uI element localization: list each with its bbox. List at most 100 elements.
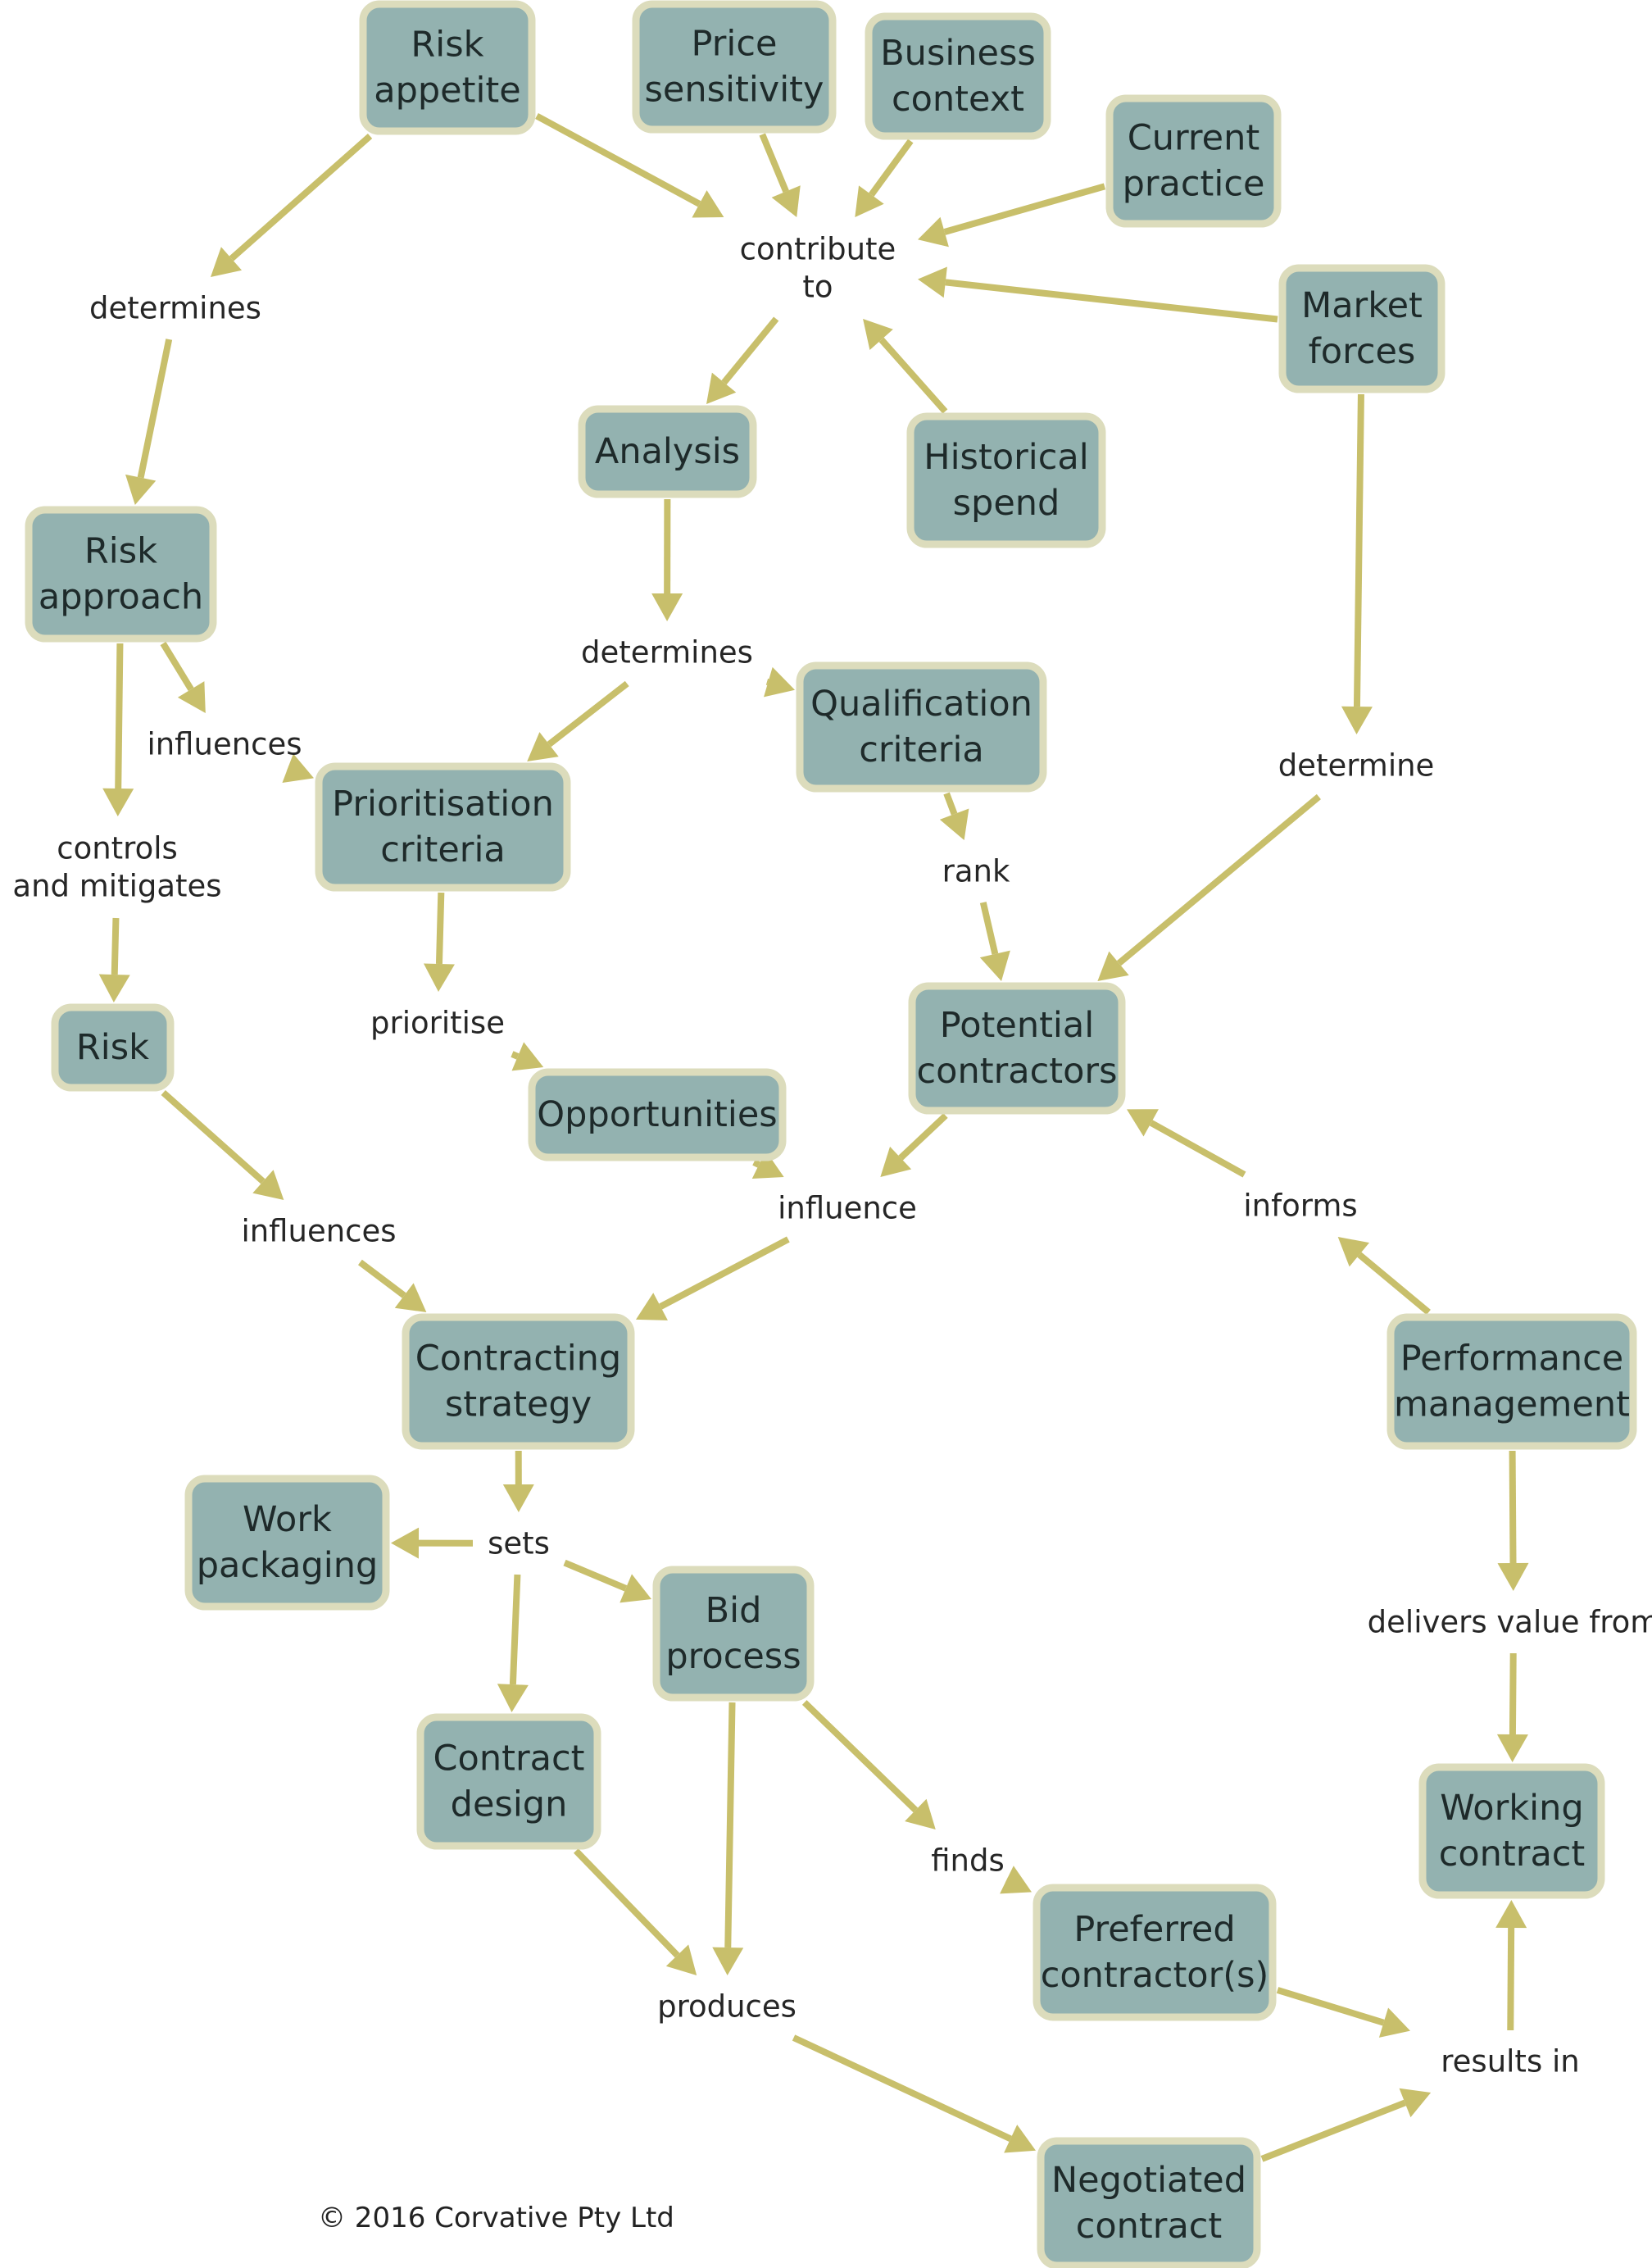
link-determines-2: determines <box>581 635 753 670</box>
edge-line <box>161 1090 266 1184</box>
link-label: determine <box>1278 748 1435 784</box>
arrowhead-icon <box>863 319 893 351</box>
arrowhead-icon <box>636 1293 668 1320</box>
edge-historical-spend-to-contribute-to <box>863 319 948 414</box>
node-label: criteria <box>380 829 506 870</box>
link-label: determines <box>581 635 753 670</box>
edge-line <box>563 1559 628 1592</box>
node-label: Business <box>880 33 1036 74</box>
node-label: context <box>892 79 1024 120</box>
node-label: sensitivity <box>645 70 824 111</box>
edge-delivers-value-from-to-working-contract <box>1496 1652 1528 1762</box>
edge-performance-management-to-delivers-value-from <box>1497 1450 1529 1591</box>
link-label: prioritise <box>370 1006 505 1041</box>
edge-risk-to-influences-2 <box>161 1090 284 1200</box>
edge-opportunities-to-influence <box>751 1150 784 1179</box>
node-box <box>315 762 571 892</box>
arrowhead-icon <box>1497 1562 1529 1591</box>
link-delivers-value-from: delivers value from <box>1368 1605 1652 1640</box>
arrowhead-icon <box>102 788 134 816</box>
arrowhead-icon <box>692 190 724 218</box>
link-label: produces <box>657 1989 796 2025</box>
arrowhead-icon <box>712 1947 744 1975</box>
node-label: process <box>665 1636 801 1677</box>
node-box <box>184 1475 390 1611</box>
node-label: Performance <box>1400 1339 1624 1379</box>
edge-line <box>547 680 629 748</box>
edge-line <box>160 641 194 692</box>
edge-qualification-criteria-to-rank <box>939 792 969 840</box>
node-box <box>1386 1313 1637 1450</box>
arrowhead-icon <box>1097 951 1129 981</box>
edge-price-sensitivity-to-contribute-to <box>759 133 801 217</box>
edge-line <box>115 643 124 789</box>
edge-sets-to-work-packaging <box>391 1527 474 1559</box>
arrowhead-icon <box>527 732 559 761</box>
edge-influences-2-to-contracting-strategy <box>358 1259 427 1312</box>
arrowhead-icon <box>497 1684 529 1712</box>
edge-produces-to-negotiated-contract <box>792 2034 1036 2153</box>
arrowhead-icon <box>771 185 801 217</box>
link-influence: influence <box>778 1191 917 1226</box>
node-box <box>865 12 1051 140</box>
edge-influences-1-to-prioritisation-criteria <box>282 753 314 784</box>
edge-line <box>1509 1450 1517 1564</box>
node-label: Contracting <box>415 1339 621 1379</box>
arrowhead-icon <box>177 681 206 713</box>
arrowhead-icon <box>210 247 243 277</box>
node-label: Qualification <box>810 684 1032 725</box>
edge-risk-appetite-to-determines-1 <box>210 134 373 277</box>
node-label: Negotiated <box>1051 2160 1246 2201</box>
arrowhead-icon <box>423 963 455 992</box>
edge-controls-and-mitigates-to-risk <box>98 917 130 1002</box>
edge-line <box>511 1051 520 1060</box>
edge-line <box>229 134 373 261</box>
edge-line <box>1507 1927 1515 2031</box>
node-label: Risk <box>84 531 157 572</box>
node-box <box>1105 94 1282 228</box>
arrowhead-icon <box>939 808 969 840</box>
arrowhead-icon <box>1378 2007 1410 2038</box>
arrowhead-icon <box>665 1944 697 1975</box>
edge-line <box>574 1848 680 1958</box>
link-label: informs <box>1243 1189 1357 1224</box>
node-box <box>359 0 536 135</box>
node-label: practice <box>1123 164 1265 205</box>
edge-risk-approach-to-controls-and-mitigates <box>102 643 134 816</box>
link-finds: finds <box>931 1843 1005 1879</box>
node-box <box>416 1713 601 1850</box>
node-box <box>578 405 757 498</box>
arrowhead-icon <box>394 1283 427 1312</box>
arrowhead-icon <box>651 593 683 621</box>
edge-line <box>1357 1252 1431 1316</box>
arrowhead-icon <box>880 1146 912 1177</box>
node-box <box>402 1313 635 1450</box>
node-label: Preferred <box>1073 1909 1235 1950</box>
edge-line <box>435 892 445 965</box>
arrowhead-icon <box>855 185 884 217</box>
edge-finds-to-preferred-contractors <box>1000 1866 1032 1894</box>
edge-contribute-to-to-analysis <box>706 316 779 404</box>
arrowhead-icon <box>282 753 314 784</box>
edge-line <box>943 183 1106 235</box>
edge-rank-to-potential-contractors <box>979 902 1010 981</box>
edge-determines-2-to-prioritisation-criteria <box>527 680 629 761</box>
node-label: contract <box>1076 2206 1223 2247</box>
link-determines-1: determines <box>89 291 261 326</box>
edge-determines-1-to-risk-approach <box>125 339 173 505</box>
edge-market-forces-to-determine <box>1341 393 1373 734</box>
edge-bid-process-to-finds <box>801 1700 936 1829</box>
arrowhead-icon <box>764 666 795 698</box>
edge-line <box>535 112 701 207</box>
edge-risk-approach-to-influences-1 <box>160 641 206 713</box>
edge-prioritisation-criteria-to-prioritise <box>423 892 455 992</box>
link-rank: rank <box>942 854 1010 889</box>
